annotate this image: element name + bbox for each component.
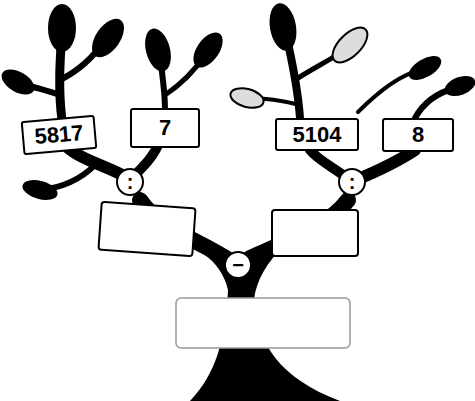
operator-sign: : <box>349 172 356 192</box>
number-label: 5817 <box>34 122 85 148</box>
operator-circle: : <box>338 168 366 196</box>
number-box: 5817 <box>21 115 98 155</box>
operator-sign: − <box>232 255 244 275</box>
operator-circle: : <box>116 168 144 196</box>
operator-sign: : <box>127 172 134 192</box>
number-box: 7 <box>130 108 200 148</box>
number-label: 7 <box>159 117 171 139</box>
number-label: 8 <box>412 124 424 146</box>
number-box: 8 <box>382 118 454 152</box>
number-label: 5104 <box>293 124 342 146</box>
operator-circle: − <box>224 251 252 279</box>
number-box: 5104 <box>275 118 359 151</box>
